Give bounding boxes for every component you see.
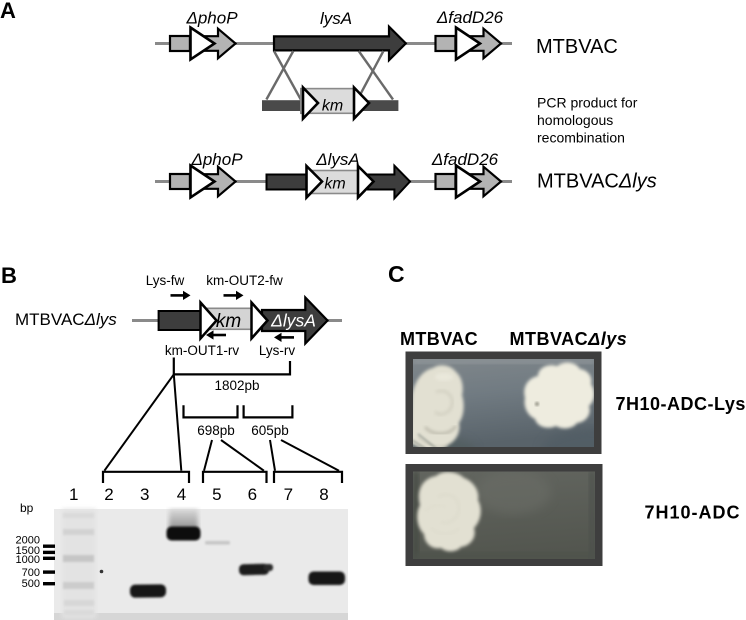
svg-text:3: 3: [140, 485, 149, 504]
svg-text:km: km: [324, 176, 345, 193]
svg-text:7H10-ADC-Lys: 7H10-ADC-Lys: [616, 394, 746, 414]
svg-text:homologous: homologous: [537, 112, 613, 128]
svg-text:Lys-fw: Lys-fw: [146, 273, 185, 288]
svg-text:ΔlysA: ΔlysA: [270, 311, 316, 331]
svg-text:4: 4: [177, 485, 186, 504]
svg-text:C: C: [388, 261, 405, 287]
svg-text:B: B: [1, 263, 17, 288]
svg-text:ΔphoP: ΔphoP: [190, 150, 243, 169]
svg-text:km-OUT1-rv: km-OUT1-rv: [165, 343, 239, 358]
svg-text:500: 500: [22, 578, 40, 590]
svg-text:ΔlysA: ΔlysA: [315, 150, 360, 169]
svg-text:1000: 1000: [16, 554, 40, 566]
svg-text:km: km: [216, 311, 241, 332]
svg-text:MTBVACΔlys: MTBVACΔlys: [510, 329, 628, 349]
svg-text:km-OUT2-fw: km-OUT2-fw: [206, 273, 283, 288]
svg-text:PCR product for: PCR product for: [537, 94, 638, 110]
svg-text:A: A: [0, 0, 16, 23]
svg-text:lysA: lysA: [320, 9, 352, 28]
svg-text:km: km: [322, 98, 343, 115]
svg-text:1: 1: [69, 485, 78, 504]
svg-text:2000: 2000: [16, 535, 40, 547]
svg-text:7: 7: [284, 485, 293, 504]
svg-text:700: 700: [22, 567, 40, 579]
svg-text:5: 5: [212, 485, 221, 504]
svg-text:8: 8: [319, 485, 328, 504]
svg-text:Lys-rv: Lys-rv: [259, 343, 295, 358]
svg-text:6: 6: [248, 485, 257, 504]
svg-text:recombination: recombination: [537, 129, 625, 145]
svg-text:2: 2: [104, 485, 113, 504]
svg-text:1500: 1500: [16, 545, 40, 557]
svg-text:MTBVACΔlys: MTBVACΔlys: [15, 310, 117, 329]
svg-text:605pb: 605pb: [251, 423, 289, 438]
svg-text:ΔphoP: ΔphoP: [185, 9, 238, 28]
svg-text:ΔfadD26: ΔfadD26: [431, 150, 499, 169]
svg-text:bp: bp: [20, 501, 34, 515]
svg-text:MTBVAC: MTBVAC: [536, 36, 618, 58]
svg-text:7H10-ADC: 7H10-ADC: [645, 503, 741, 523]
svg-text:MTBVACΔlys: MTBVACΔlys: [537, 171, 657, 193]
svg-text:ΔfadD26: ΔfadD26: [436, 8, 504, 27]
svg-text:MTBVAC: MTBVAC: [400, 329, 478, 349]
svg-text:1802pb: 1802pb: [214, 378, 259, 393]
svg-text:698pb: 698pb: [197, 423, 235, 438]
